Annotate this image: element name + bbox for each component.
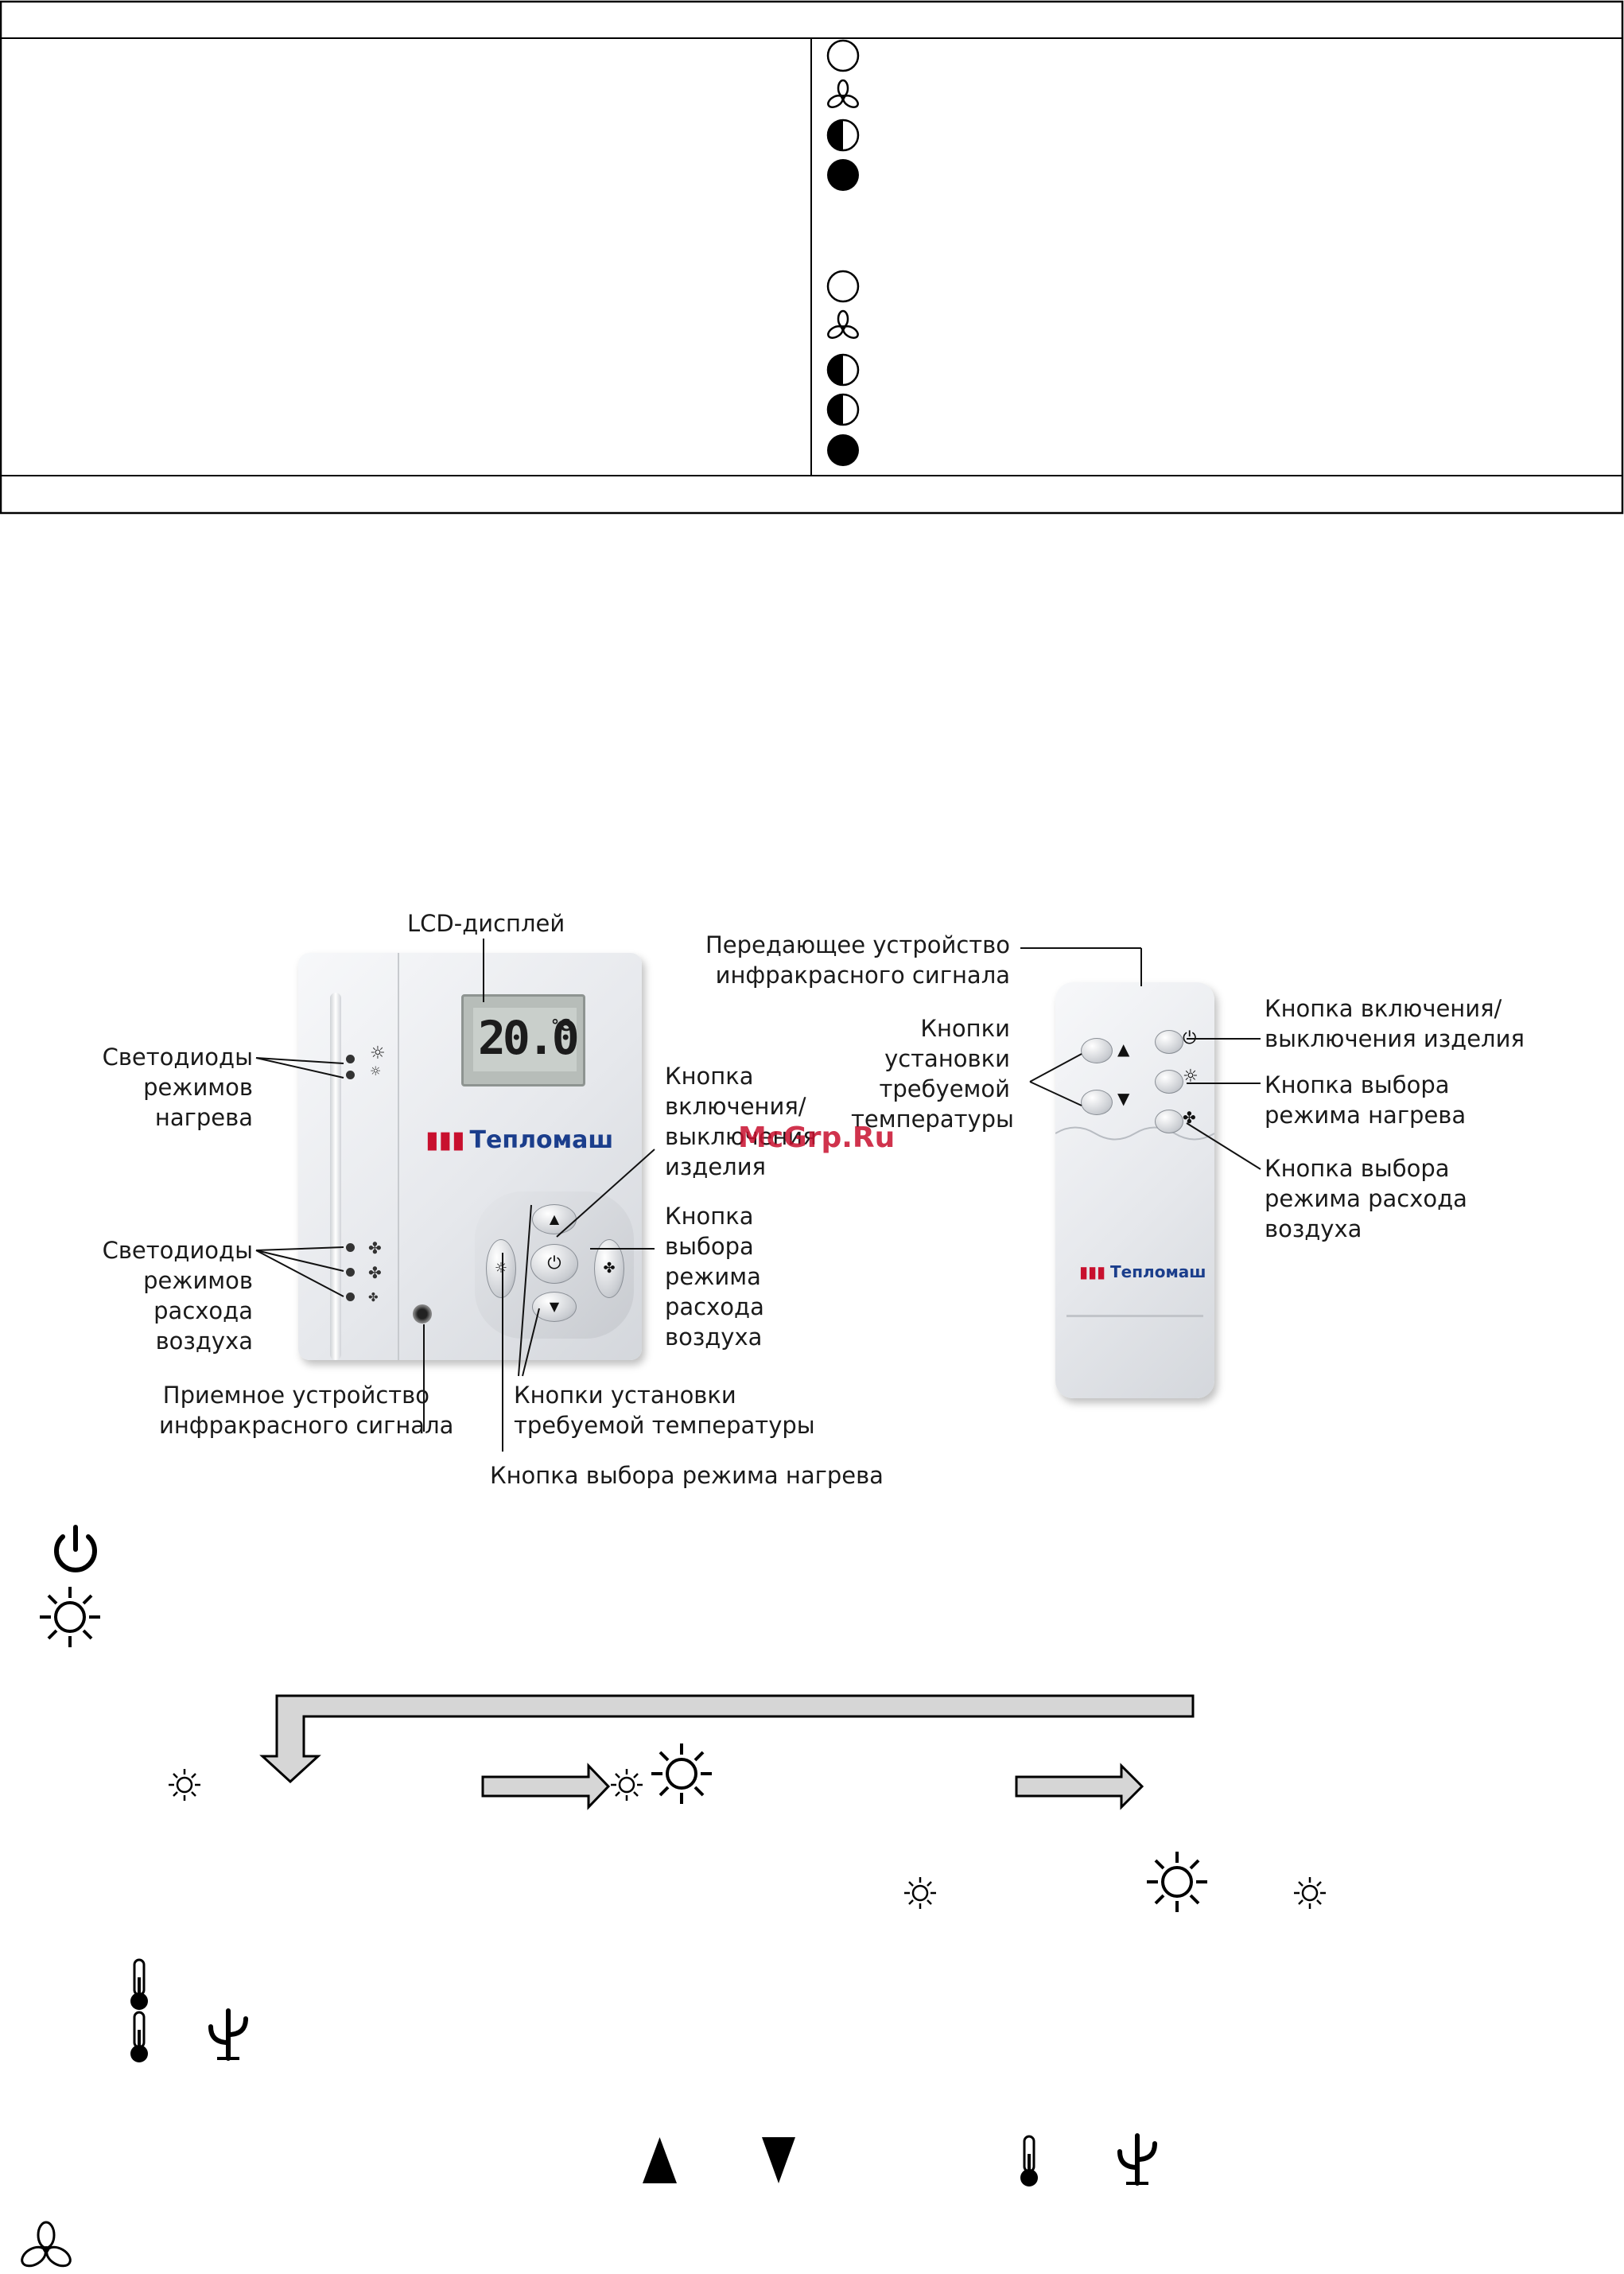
half-circle-icon xyxy=(826,353,860,387)
sun-icon xyxy=(1145,1850,1209,1914)
fan-icon: ✤ xyxy=(1183,1108,1196,1127)
sun-small-icon xyxy=(903,1876,938,1911)
remote-heat-button[interactable] xyxy=(1155,1070,1183,1094)
right-arrow-icon xyxy=(481,1763,611,1810)
watermark: McGrp.Ru xyxy=(738,1121,896,1154)
lcd-unit: °C xyxy=(551,1016,571,1035)
thermostat-brand: ▮▮▮Тепломаш xyxy=(425,1126,613,1154)
up-arrow-icon: ▲ xyxy=(1117,1040,1130,1059)
remote-brand-text: Тепломаш xyxy=(1110,1262,1206,1281)
half-circle-icon xyxy=(826,393,860,426)
thermometer-icon xyxy=(1019,2135,1039,2188)
fan-small-icon: ✤ xyxy=(368,1290,379,1304)
sun-icon: ☼ xyxy=(1183,1067,1199,1086)
fan-icon: ✤ xyxy=(368,1263,382,1282)
air-led xyxy=(346,1268,355,1277)
lcd-label: LCD-дисплей xyxy=(407,910,565,937)
air-led xyxy=(346,1292,355,1301)
brand-logo-icon: ▮▮▮ xyxy=(1079,1262,1106,1281)
power-icon: ⏻ xyxy=(547,1254,561,1273)
remote-wave xyxy=(1055,1121,1215,1145)
lcd-screen: 20.0 °C xyxy=(473,1008,580,1071)
icon-section xyxy=(17,1525,1327,2272)
sun-icon xyxy=(38,1585,102,1649)
filled-circle-icon xyxy=(827,159,859,191)
temp-up-button[interactable]: ▲ xyxy=(532,1204,577,1234)
cactus-icon xyxy=(211,2011,246,2058)
right-arrow-icon xyxy=(1015,1763,1144,1810)
remote-air-button[interactable] xyxy=(1155,1110,1183,1133)
thermostat-brand-text: Тепломаш xyxy=(469,1126,614,1154)
fan-icon: ✤ xyxy=(603,1260,616,1277)
sun-icon xyxy=(650,1742,713,1806)
power-button[interactable]: ⏻ xyxy=(530,1244,578,1284)
air-led-icons: ✤ ✤ ✤ xyxy=(368,1236,382,1310)
temp-down-button[interactable]: ▼ xyxy=(532,1292,577,1322)
button-pad: ▲ ⏻ ▼ ☼ ✤ xyxy=(475,1191,634,1339)
heat-led xyxy=(346,1055,355,1063)
remote-temp-up-button[interactable] xyxy=(1081,1038,1113,1063)
lcd-temperature: 20.0 xyxy=(478,1011,580,1065)
sun-icon: ☼ xyxy=(370,1044,386,1063)
legend-table xyxy=(0,0,1624,515)
power-icon xyxy=(54,1525,97,1572)
empty-circle-icon xyxy=(826,39,860,72)
sun-small-icon xyxy=(1292,1876,1327,1911)
up-arrow-icon: ▲ xyxy=(549,1211,560,1226)
air-led-group xyxy=(346,1243,355,1301)
remote-brand: ▮▮▮Тепломаш xyxy=(1079,1262,1206,1281)
heat-led xyxy=(346,1071,355,1079)
fan-icon xyxy=(17,2221,75,2272)
up-triangle-icon xyxy=(643,2137,677,2183)
cactus-icon xyxy=(1120,2136,1155,2183)
down-triangle-icon xyxy=(762,2137,795,2183)
remote-power-label: Кнопка включения/выключения изделия xyxy=(1265,995,1525,1052)
heat-led-icons: ☼ ☼ xyxy=(370,1045,386,1080)
sun-small-icon xyxy=(167,1767,202,1802)
ir-receiver xyxy=(413,1304,432,1324)
fan-icon xyxy=(827,309,859,339)
heat-led-group xyxy=(346,1055,355,1079)
thermometer-icon xyxy=(129,1958,150,2012)
heat-mode-button[interactable]: ☼ xyxy=(486,1239,516,1298)
empty-circle-icon xyxy=(826,270,860,303)
down-arrow-icon: ▼ xyxy=(549,1299,560,1314)
table-icon-group-2 xyxy=(826,270,860,466)
fan-icon: ✤ xyxy=(368,1238,382,1258)
thermostat-device: 20.0 °C ▮▮▮Тепломаш ☼ ☼ ✤ ✤ ✤ ▲ ⏻ ▼ ☼ ✤ xyxy=(298,953,642,1360)
air-led xyxy=(346,1243,355,1252)
half-circle-icon xyxy=(826,119,860,152)
remote-power-button[interactable] xyxy=(1155,1030,1183,1054)
sun-small-icon xyxy=(609,1767,644,1802)
sun-icon: ☼ xyxy=(494,1260,508,1277)
remote-temp-down-button[interactable] xyxy=(1081,1090,1113,1115)
return-arrow-icon xyxy=(259,1694,1195,1784)
table-icon-group-1 xyxy=(826,39,860,191)
filled-circle-icon xyxy=(827,434,859,466)
lcd-display: 20.0 °C xyxy=(461,994,585,1086)
remote-device: ▲ ▼ ⏻ ☼ ✤ ▮▮▮Тепломаш xyxy=(1055,982,1215,1398)
sun-small-icon: ☼ xyxy=(370,1063,382,1079)
thermometer-icon xyxy=(129,2011,150,2064)
brand-logo-icon: ▮▮▮ xyxy=(425,1126,465,1154)
remote-seam xyxy=(1066,1315,1203,1317)
heat-button-label: Кнопка выбора режима нагрева xyxy=(490,1462,884,1489)
down-arrow-icon: ▼ xyxy=(1117,1089,1130,1108)
fan-icon xyxy=(827,79,859,108)
thermostat-divider xyxy=(398,953,399,1360)
